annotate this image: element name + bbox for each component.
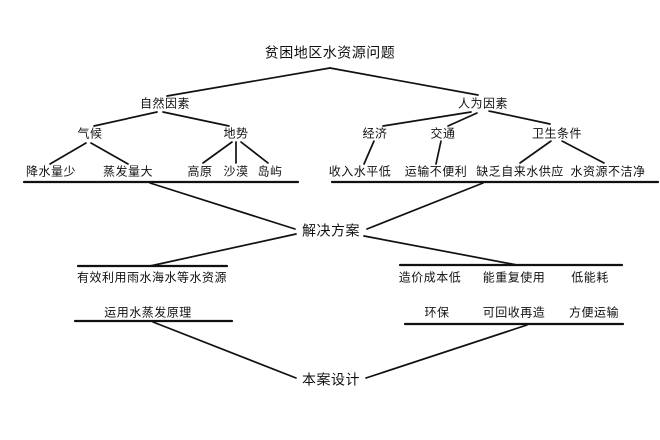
climate-to-low-precipitation-edge [49,142,87,165]
node-no-tap-water: 缺乏自来水供应 [474,164,566,179]
node-problem-root: 贫困地区水资源问题 [262,44,398,61]
node-transport: 交通 [428,126,458,141]
left-ideas-to-final-edge [152,321,297,379]
transport-to-inconvenient-edge [435,140,442,165]
terrain-to-plateau-edge [202,141,233,164]
natural-to-terrain-edge [162,111,230,127]
node-final-design: 本案设计 [300,371,362,388]
node-natural-factors: 自然因素 [137,96,193,111]
human-to-transport-edge [447,112,478,127]
node-low-cost: 造价成本低 [396,270,464,285]
node-island: 岛屿 [255,164,285,179]
human-to-economy-edge [382,111,472,127]
node-reusable: 能重复使用 [480,270,548,285]
sanitation-to-no-tap-water-edge [519,140,552,164]
node-plateau: 高原 [185,164,215,179]
root-to-natural-edge [166,67,331,97]
node-easy-transport: 方便运输 [566,305,622,320]
node-inconvenient-transport: 运输不便利 [402,164,470,179]
sanitation-to-unclean-water-edge [561,140,605,164]
solution-to-left-ideas-edge [149,233,297,267]
node-recyclable: 可回收再造 [480,305,548,320]
node-human-factors: 人为因素 [455,96,511,111]
node-economy: 经济 [360,126,390,141]
climate-to-high-evaporation-edge [90,142,129,165]
root-to-human-edge [329,67,479,96]
economy-to-low-income-edge [363,140,375,165]
node-evaporation-principle: 运用水蒸发原理 [102,305,194,320]
node-desert: 沙漠 [221,164,251,179]
node-use-rain-seawater: 有效利用雨水海水等水资源 [74,270,230,285]
left-group-to-solution-edge [149,182,296,230]
terrain-to-island-edge [240,141,269,164]
solution-to-right-ideas-edge [363,235,518,266]
node-low-energy: 低能耗 [569,270,611,285]
node-unclean-water: 水资源不洁净 [568,164,648,179]
node-terrain: 地势 [221,126,251,141]
right-ideas-to-final-edge [365,324,528,379]
natural-to-climate-edge [93,111,158,127]
node-climate: 气候 [75,126,105,141]
node-eco-friendly: 环保 [422,305,452,320]
node-high-evaporation: 蒸发量大 [100,164,156,179]
human-to-sanitation-edge [488,110,551,125]
node-sanitation: 卫生条件 [529,126,585,141]
right-group-to-solution-edge [366,182,484,230]
node-low-income: 收入水平低 [326,164,394,179]
node-low-precipitation: 降水量少 [23,164,79,179]
node-solution: 解决方案 [300,222,362,239]
